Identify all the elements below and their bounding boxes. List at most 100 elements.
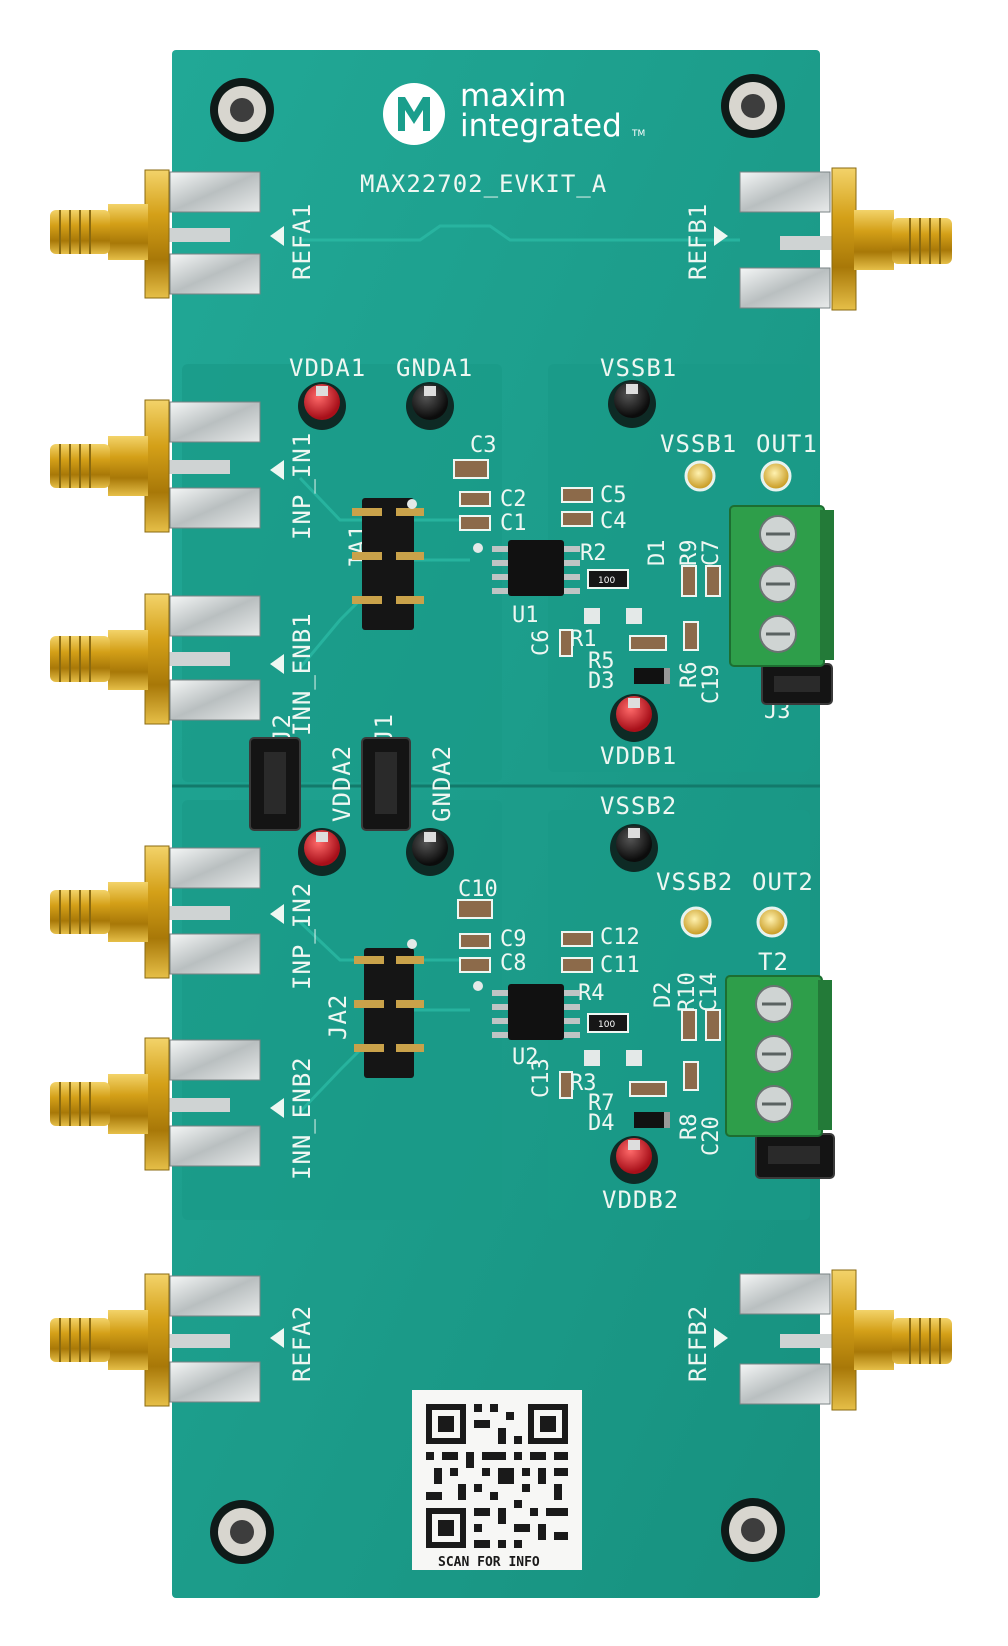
label-c13: C13 — [529, 1058, 554, 1098]
label-c1: C1 — [500, 511, 527, 536]
label-refa1: REFA1 — [288, 203, 316, 280]
label-c7: C7 — [699, 540, 724, 567]
ic-u2 — [492, 984, 580, 1040]
jumper-t2[interactable] — [755, 1133, 835, 1179]
label-d2: D2 — [651, 982, 676, 1009]
label-d4: D4 — [588, 1111, 615, 1136]
mounting-hole — [210, 1500, 274, 1564]
gold-pad-vssb2 — [680, 906, 712, 938]
label-c3: C3 — [470, 433, 497, 458]
label-t2: T2 — [758, 948, 789, 976]
jumper-j1[interactable] — [361, 737, 411, 831]
board-title: MAX22702_EVKIT_A — [360, 170, 607, 198]
label-gnda2: GNDA2 — [428, 745, 456, 822]
sma-connector-refb2 — [739, 1269, 952, 1411]
label-refb2: REFB2 — [684, 1305, 712, 1382]
test-point-vssb1 — [608, 380, 656, 428]
resistor-r4-code: 100 — [598, 1020, 615, 1030]
ground-plane — [182, 364, 502, 782]
resistor-r2: 100 — [587, 569, 629, 589]
label-r1: R1 — [570, 627, 597, 652]
qr-code-sticker: SCAN FOR INFO — [412, 1390, 582, 1570]
ground-plane — [182, 800, 502, 1220]
label-r7: R7 — [588, 1091, 615, 1116]
label-r5: R5 — [588, 649, 615, 674]
label-vdda2: VDDA2 — [328, 745, 356, 822]
sma-connector-inn-enb1 — [50, 593, 261, 725]
test-point-gnda1 — [406, 382, 454, 430]
label-vssb2-top: VSSB2 — [600, 792, 677, 820]
logo-trademark: TM — [631, 129, 645, 139]
label-inn-enb1: INN_ENB1 — [288, 612, 316, 736]
label-inp-in2: INP_IN2 — [288, 882, 316, 990]
test-point-vddb1 — [610, 694, 658, 742]
label-refa2: REFA2 — [288, 1305, 316, 1382]
arrow-marker-group — [270, 226, 728, 1348]
label-c11: C11 — [600, 953, 640, 978]
ic-u1 — [492, 540, 580, 596]
label-out2: OUT2 — [752, 868, 814, 896]
jumper-j3[interactable] — [761, 663, 833, 705]
label-c10: C10 — [458, 877, 498, 902]
label-vssb2-pad: VSSB2 — [656, 868, 733, 896]
label-c8: C8 — [500, 951, 527, 976]
label-u2: U2 — [512, 1045, 539, 1070]
sma-connector-inp-in1 — [50, 399, 261, 533]
gold-pad-out2 — [756, 906, 788, 938]
label-u1: U1 — [512, 603, 539, 628]
gold-pad-out1 — [760, 460, 792, 492]
logo-text-maxim: maxim — [460, 78, 566, 114]
label-c6: C6 — [529, 630, 554, 657]
label-r8: R8 — [677, 1114, 702, 1141]
label-r6: R6 — [677, 662, 702, 689]
label-c19: C19 — [699, 664, 724, 704]
diode-d4 — [634, 1112, 670, 1128]
mounting-hole — [721, 74, 785, 138]
test-point-vddb2 — [610, 1136, 658, 1184]
label-d1: D1 — [645, 540, 670, 567]
mounting-hole — [210, 78, 274, 142]
ground-plane — [548, 364, 810, 772]
label-r9: R9 — [677, 540, 702, 567]
sma-connector-refa2 — [50, 1273, 261, 1407]
test-point-vdda1 — [298, 382, 346, 430]
label-d3: D3 — [588, 669, 615, 694]
resistor-r2-code: 100 — [598, 576, 615, 586]
pad-group — [407, 499, 642, 1066]
terminal-block-out1 — [729, 505, 834, 667]
logo-text-integrated: integrated — [460, 108, 622, 144]
smd-capacitor-group-top — [453, 459, 721, 657]
label-c4: C4 — [600, 509, 627, 534]
label-r2: R2 — [580, 541, 607, 566]
jumper-j2[interactable] — [249, 737, 301, 831]
label-c14: C14 — [697, 972, 722, 1012]
test-point-vdda2 — [298, 828, 346, 876]
label-inp-in1: INP_IN1 — [288, 432, 316, 540]
qr-caption: SCAN FOR INFO — [438, 1555, 540, 1570]
test-point-gnda2 — [406, 828, 454, 876]
test-point-vssb2 — [610, 824, 658, 872]
label-c20: C20 — [699, 1116, 724, 1156]
label-vdda1: VDDA1 — [289, 354, 366, 382]
label-c12: C12 — [600, 925, 640, 950]
sma-connector-refa1 — [50, 169, 261, 299]
mounting-hole — [721, 1498, 785, 1562]
label-c9: C9 — [500, 927, 527, 952]
label-ja2: JA2 — [324, 994, 352, 1040]
maxim-logo: maxim integrated TM — [383, 78, 645, 145]
pin-header-ja1 — [352, 498, 424, 630]
sma-connector-refb1 — [739, 167, 952, 311]
label-vssb1-top: VSSB1 — [600, 354, 677, 382]
label-r4: R4 — [578, 981, 605, 1006]
label-c2: C2 — [500, 487, 527, 512]
sma-connector-inp-in2 — [50, 845, 261, 979]
label-refb1: REFB1 — [684, 203, 712, 280]
label-out1: OUT1 — [756, 430, 818, 458]
label-r3: R3 — [570, 1071, 597, 1096]
label-vddb2: VDDB2 — [602, 1186, 679, 1214]
label-vddb1: VDDB1 — [600, 742, 677, 770]
label-inn-enb2: INN_ENB2 — [288, 1056, 316, 1180]
label-c5: C5 — [600, 483, 627, 508]
label-r10: R10 — [675, 972, 700, 1012]
sma-connector-inn-enb2 — [50, 1037, 261, 1171]
